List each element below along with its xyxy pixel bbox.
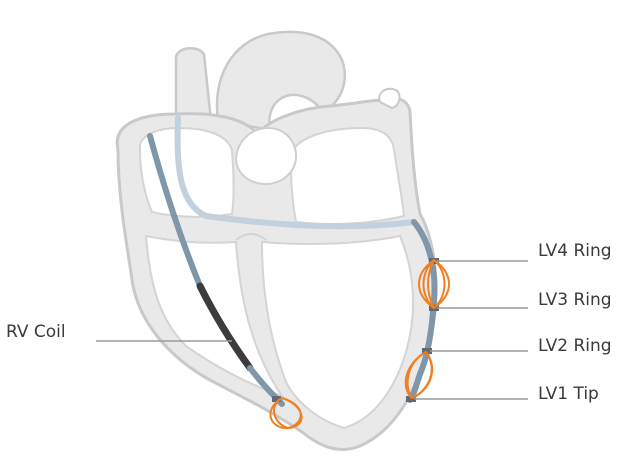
rv-coil-segment (196, 282, 254, 372)
left-atrium-chamber (290, 126, 406, 225)
rv-coil-label: RV Coil (6, 322, 66, 342)
lv-lead (407, 219, 438, 403)
lv3-ring-label: LV3 Ring (538, 290, 612, 310)
rv-lead (147, 133, 203, 289)
cs-lead-hidden-segment (174, 115, 417, 230)
papillary-notch (235, 233, 267, 241)
vena-cava-shape (174, 46, 214, 134)
aortic-root-ring (234, 126, 298, 186)
lv1-electrode-band (406, 396, 416, 402)
rv-electrode-band (272, 396, 281, 402)
lv2-ring-label: LV2 Ring (538, 336, 612, 356)
lv4-lv3-activation-field (418, 258, 450, 310)
lv2-lv1-activation-field (404, 350, 434, 400)
lv4-ring-label: LV4 Ring (538, 241, 612, 261)
rv-tip-activation-field (269, 396, 303, 430)
atrial-appendage (378, 87, 401, 110)
left-ventricle-chamber (260, 234, 415, 430)
lv2-electrode-band (422, 348, 432, 354)
lv1-tip-label: LV1 Tip (538, 384, 599, 404)
aorta-shape (215, 30, 347, 132)
